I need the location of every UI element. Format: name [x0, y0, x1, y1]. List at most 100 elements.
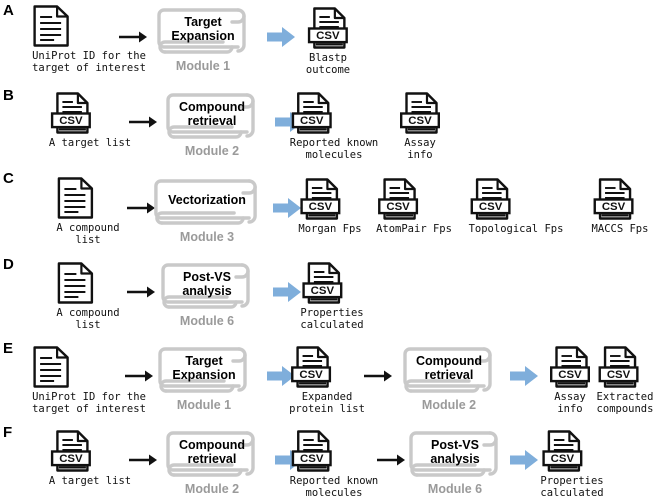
flow-arrow-output-icon	[509, 365, 539, 387]
csv-file-icon: CSV	[398, 91, 442, 135]
svg-text:CSV: CSV	[59, 115, 83, 127]
module-name-label: Module 2	[421, 398, 477, 412]
svg-text:CSV: CSV	[386, 201, 410, 213]
csv-node: CSV MACCS Fps	[591, 177, 649, 235]
flow-arrow-input-icon	[118, 30, 148, 44]
module-name-label: Module 2	[184, 144, 240, 158]
svg-text:CSV: CSV	[311, 285, 335, 297]
flow-arrow-input-icon	[128, 453, 158, 467]
flow-arrow-input-icon	[126, 201, 156, 215]
svg-text:CSV: CSV	[316, 30, 340, 42]
panel-letter-a: A	[3, 2, 14, 19]
csv-file-icon: CSV	[592, 177, 649, 221]
flow-arrow-input-icon	[363, 369, 393, 383]
module-name-label: Module 1	[176, 398, 232, 412]
document-file-icon	[32, 4, 146, 48]
module-name-label: Module 3	[179, 230, 235, 244]
csv-file-icon: CSV	[290, 429, 379, 473]
svg-text:CSV: CSV	[59, 453, 83, 465]
svg-text:CSV: CSV	[607, 369, 631, 381]
flow-arrow-input-icon	[124, 369, 154, 383]
csv-file-icon: CSV	[49, 429, 131, 473]
csv-file-icon: CSV	[597, 345, 654, 389]
csv-node: CSV AtomPair Fps	[376, 177, 452, 235]
panel-letter-c: C	[3, 170, 14, 187]
panel-letter-d: D	[3, 256, 14, 273]
module-scroll-shape: Vectorization	[152, 177, 262, 229]
csv-file-icon: CSV	[548, 345, 592, 389]
csv-file-icon: CSV	[298, 177, 361, 221]
csv-file-icon: CSV	[306, 6, 350, 50]
csv-node: CSV Morgan Fps	[298, 177, 362, 235]
panel-letter-f: F	[3, 424, 13, 441]
flow-arrow-input-icon	[126, 285, 156, 299]
flow-arrow-input-icon	[128, 115, 158, 129]
node-caption: Morgan Fps	[298, 223, 362, 235]
csv-file-icon: CSV	[376, 177, 452, 221]
panel-letter-b: B	[3, 87, 14, 104]
node-caption: A target list	[48, 137, 132, 149]
svg-text:CSV: CSV	[551, 453, 575, 465]
node-caption: MACCS Fps	[591, 223, 649, 235]
flow-arrow-output-icon	[266, 365, 296, 387]
svg-text:CSV: CSV	[300, 453, 324, 465]
svg-text:CSV: CSV	[479, 201, 503, 213]
node-caption: Topological Fps	[468, 223, 564, 235]
svg-text:CSV: CSV	[558, 369, 582, 381]
module-name-label: Module 1	[175, 59, 231, 73]
svg-text:CSV: CSV	[299, 369, 323, 381]
module-name-label: Module 6	[179, 314, 235, 328]
flow-arrow-output-icon	[272, 281, 302, 303]
flow-arrow-input-icon	[376, 453, 406, 467]
flow-arrow-output-icon	[266, 26, 296, 48]
csv-file-icon: CSV	[290, 91, 379, 135]
flow-arrow-output-icon	[509, 449, 539, 471]
document-file-icon	[32, 345, 146, 389]
document-file-icon	[56, 176, 119, 220]
csv-node: CSV A target list	[49, 429, 131, 487]
flow-arrow-output-icon	[272, 197, 302, 219]
module-name-label: Module 6	[427, 482, 483, 496]
csv-node: CSV A target list	[49, 91, 131, 149]
csv-file-icon: CSV	[49, 91, 131, 135]
svg-text:CSV: CSV	[300, 115, 324, 127]
panel-letter-e: E	[3, 340, 14, 357]
svg-text:CSV: CSV	[309, 201, 333, 213]
svg-text:CSV: CSV	[602, 201, 626, 213]
